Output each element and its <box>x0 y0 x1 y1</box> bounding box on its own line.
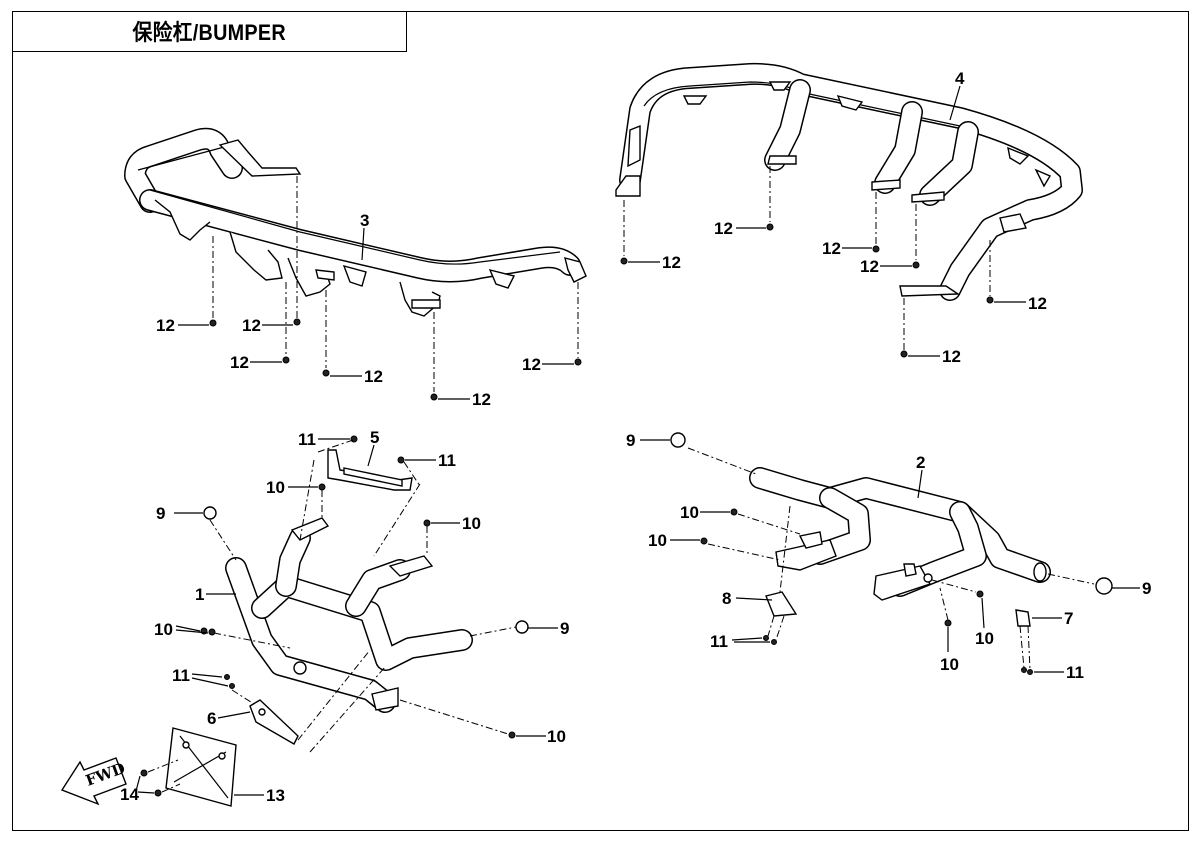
nut-10-a <box>318 483 326 491</box>
bolt-12-d <box>322 369 330 377</box>
callout-12: 12 <box>472 390 491 409</box>
part-6-plate-bracket <box>224 649 387 753</box>
callout-10: 10 <box>154 620 173 639</box>
callout-12: 12 <box>242 316 261 335</box>
bolt-12-h <box>766 223 774 231</box>
bolt-12-k <box>986 296 994 304</box>
callout-3: 3 <box>360 211 369 230</box>
drawing-frame <box>12 11 1189 831</box>
bolt-12-a <box>209 319 217 327</box>
cap-9-d <box>1095 577 1113 595</box>
callout-11: 11 <box>298 430 316 449</box>
callout-9: 9 <box>1142 579 1151 598</box>
callout-11: 11 <box>710 632 728 651</box>
callout-6: 6 <box>207 709 216 728</box>
bolt-12-l <box>900 350 908 358</box>
fwd-arrow-icon: FWD <box>60 757 127 806</box>
callout-12: 12 <box>156 316 175 335</box>
callout-12: 12 <box>822 239 841 258</box>
callout-12: 12 <box>860 257 879 276</box>
part-4-fasteners <box>620 166 994 358</box>
part-1-fasteners <box>200 483 529 739</box>
callout-12: 12 <box>522 355 541 374</box>
callout-12: 12 <box>662 253 681 272</box>
callout-9: 9 <box>560 619 569 638</box>
part-3-front-roll-bar <box>124 127 587 317</box>
bolt-14-b <box>154 789 162 797</box>
callout-10: 10 <box>547 727 566 746</box>
part-2-fasteners <box>670 432 1113 675</box>
nut-10-i <box>944 619 952 627</box>
bolt-12-c <box>282 356 290 364</box>
callout-10: 10 <box>266 478 285 497</box>
leader-lines <box>135 85 1140 796</box>
callout-10: 10 <box>940 655 959 674</box>
cap-9-a <box>203 506 217 520</box>
bolt-12-e <box>430 393 438 401</box>
part-2-rear-bumper <box>749 467 1051 627</box>
callout-8: 8 <box>722 589 731 608</box>
callout-12: 12 <box>942 347 961 366</box>
cap-9-c <box>670 432 686 448</box>
part-5-bracket <box>299 435 421 557</box>
callout-10: 10 <box>648 531 667 550</box>
bolt-12-j <box>912 261 920 269</box>
bolt-12-f <box>574 358 582 366</box>
part-4-rear-roll-bar <box>615 62 1083 301</box>
callout-4: 4 <box>955 69 965 88</box>
callout-11: 11 <box>1066 663 1084 682</box>
bolt-12-i <box>872 245 880 253</box>
callout-5: 5 <box>370 428 379 447</box>
callout-10: 10 <box>462 514 481 533</box>
callout-11: 11 <box>438 451 456 470</box>
callout-11: 11 <box>172 666 190 685</box>
callout-9: 9 <box>156 504 165 523</box>
title-block: 保险杠/BUMPER <box>12 11 407 52</box>
callout-9: 9 <box>626 431 635 450</box>
nut-10-b <box>423 519 431 527</box>
callout-7: 7 <box>1064 609 1073 628</box>
bolt-14-a <box>140 769 148 777</box>
cap-9-b <box>515 620 529 634</box>
nut-10-g <box>700 537 708 545</box>
callout-10: 10 <box>975 629 994 648</box>
callout-14: 14 <box>120 785 139 804</box>
callout-12: 12 <box>230 353 249 372</box>
callout-12: 12 <box>364 367 383 386</box>
bolt-12-g <box>620 257 628 265</box>
callout-12: 12 <box>714 219 733 238</box>
nut-10-e <box>508 731 516 739</box>
callout-labels: 3 12 12 12 12 12 12 4 12 12 12 12 12 12 … <box>120 69 1151 805</box>
bolt-12-b <box>293 318 301 326</box>
callout-12: 12 <box>1028 294 1047 313</box>
nut-10-h <box>976 590 984 598</box>
callout-2: 2 <box>916 453 925 472</box>
page-title: 保险杠/BUMPER <box>132 20 286 45</box>
part-1-front-bumper <box>225 517 473 713</box>
part-3-fasteners <box>209 176 582 401</box>
part-13-license-plate <box>140 727 237 807</box>
nut-10-d <box>208 628 216 636</box>
callout-10: 10 <box>680 503 699 522</box>
nut-10-f <box>730 508 738 516</box>
callout-1: 1 <box>195 585 204 604</box>
callout-13: 13 <box>266 786 285 805</box>
